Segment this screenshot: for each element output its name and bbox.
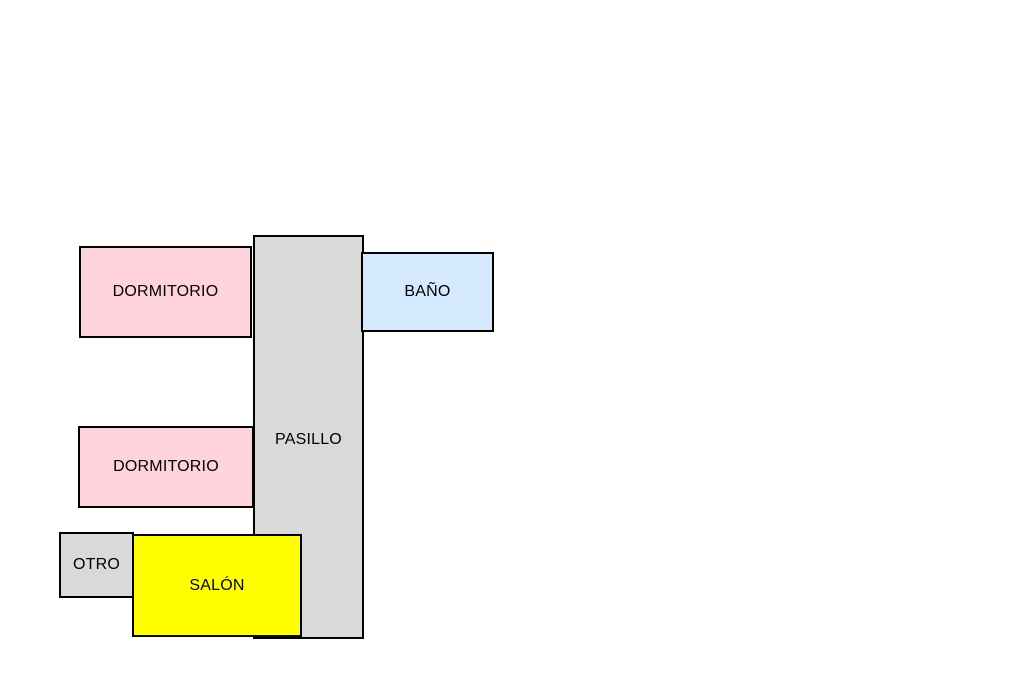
room-label-otro: OTRO <box>72 556 121 573</box>
room-dormitorio-1: DORMITORIO <box>79 246 252 338</box>
room-label-dormitorio-2: DORMITORIO <box>113 458 219 475</box>
room-bano: BAÑO <box>361 252 494 332</box>
room-label-pasillo: PASILLO <box>275 431 342 448</box>
room-label-salon: SALÓN <box>189 576 245 594</box>
room-salon: SALÓN <box>132 534 302 637</box>
room-label-dormitorio-1: DORMITORIO <box>112 283 219 300</box>
room-otro: OTRO <box>59 532 134 598</box>
room-dormitorio-2: DORMITORIO <box>78 426 254 508</box>
room-label-bano: BAÑO <box>404 283 451 300</box>
